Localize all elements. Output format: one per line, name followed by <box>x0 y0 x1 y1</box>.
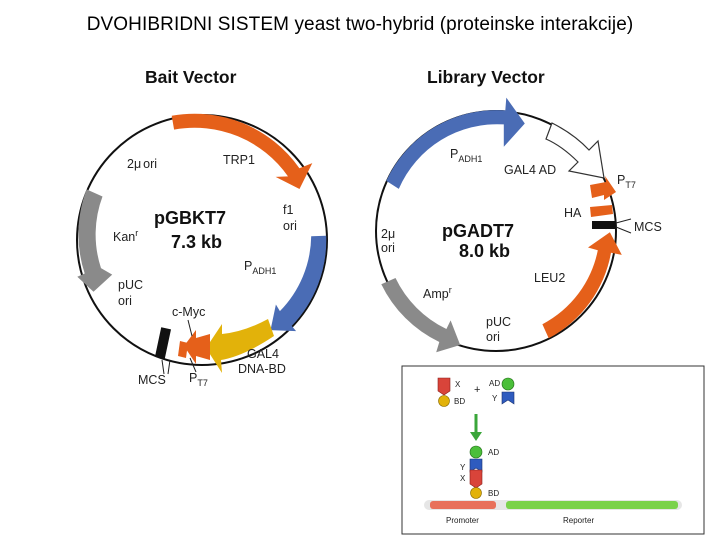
inset-y-protein <box>501 391 515 405</box>
library-gal4-ad-arrow <box>545 122 605 179</box>
inset-reporter-region <box>506 501 678 509</box>
bait-trp1-label: TRP1 <box>223 153 255 167</box>
inset-promoter-region <box>430 501 496 509</box>
inset-promoter-label: Promoter <box>446 516 479 525</box>
library-puc-label: pUC <box>486 315 511 329</box>
bait-puc-ori-label: ori <box>118 294 132 308</box>
inset-complex-ad <box>469 445 483 459</box>
bait-kanr-label: Kanr <box>113 228 138 244</box>
library-leu2-label: LEU2 <box>534 271 565 285</box>
bait-f1-label: f1 <box>283 203 293 217</box>
bait-leader-lines <box>161 319 197 375</box>
inset-plus-sign: + <box>474 384 480 396</box>
bait-kanr-arrow <box>77 189 113 292</box>
bait-cmyc-arrow <box>184 330 210 364</box>
library-ampr-arrow <box>381 278 461 353</box>
library-ha-block <box>590 205 613 217</box>
bait-pt7-label: PT7 <box>189 371 208 388</box>
bait-padh1-arrow <box>270 235 327 332</box>
bait-mcs-block <box>154 327 172 359</box>
library-mcs-label: MCS <box>634 220 662 234</box>
inset-bd-domain <box>438 395 450 407</box>
inset-complex-bd-label: BD <box>488 489 499 498</box>
inset-down-arrow <box>470 414 482 441</box>
bait-cmyc-label: c-Myc <box>172 305 205 319</box>
library-mcs-block <box>592 221 616 229</box>
two-hybrid-mechanism-inset: X BD + AD Y AD Y X BD Promoter Reporter <box>401 365 705 535</box>
inset-x-protein <box>437 377 451 396</box>
bait-gal4-label: GAL4 <box>247 347 279 361</box>
inset-x-label: X <box>455 380 461 389</box>
bait-dna-bd-label: DNA-BD <box>238 362 286 376</box>
bait-vector-heading: Bait Vector <box>145 67 237 87</box>
bait-f1-ori-label: ori <box>283 219 297 233</box>
library-vector-heading: Library Vector <box>427 67 545 87</box>
library-2mu-label: 2μ <box>381 227 395 241</box>
library-padh1-label: PADH1 <box>450 147 482 164</box>
inset-bd-label: BD <box>454 397 465 406</box>
library-ampr-label: Ampr <box>423 285 452 301</box>
page-title: DVOHIBRIDNI SISTEM yeast two-hybrid (pro… <box>86 14 634 35</box>
bait-gal4-dna-bd-arrow <box>206 319 274 373</box>
inset-complex-bd <box>470 487 482 499</box>
library-padh1-arrow <box>386 97 525 189</box>
library-pt7-arrow <box>590 176 616 200</box>
library-2mu-ori-label: ori <box>381 241 395 255</box>
library-puc-ori-label: ori <box>486 330 500 344</box>
inset-complex-x-label: X <box>460 474 466 483</box>
bait-plasmid-size: 7.3 kb <box>171 232 222 252</box>
library-plasmid-size: 8.0 kb <box>459 241 510 261</box>
library-plasmid-name: pGADT7 <box>442 221 514 241</box>
bait-puc-label: pUC <box>118 278 143 292</box>
library-ha-label: HA <box>564 206 582 220</box>
bait-mcs-label: MCS <box>138 373 166 387</box>
library-gal4-ad-label: GAL4 AD <box>504 163 556 177</box>
library-vector-map: Library Vector PADH1 GAL4 AD PT7 HA MCS … <box>375 67 662 353</box>
inset-complex-y-label: Y <box>460 463 466 472</box>
library-leu2-arrow <box>542 232 622 339</box>
inset-ad-label: AD <box>489 379 500 388</box>
bait-padh1-label: PADH1 <box>244 259 276 276</box>
inset-complex-ad-label: AD <box>488 448 499 457</box>
inset-reporter-label: Reporter <box>563 516 594 525</box>
inset-complex-x <box>469 469 483 489</box>
library-pt7-label: PT7 <box>617 173 636 190</box>
bait-trp1-arrow <box>171 113 313 189</box>
bait-pt7-arrow <box>178 341 188 358</box>
inset-ad-domain <box>501 377 515 391</box>
bait-plasmid-name: pGBKT7 <box>154 208 226 228</box>
library-mcs-leader-lines <box>615 218 632 234</box>
inset-y-label: Y <box>492 394 498 403</box>
